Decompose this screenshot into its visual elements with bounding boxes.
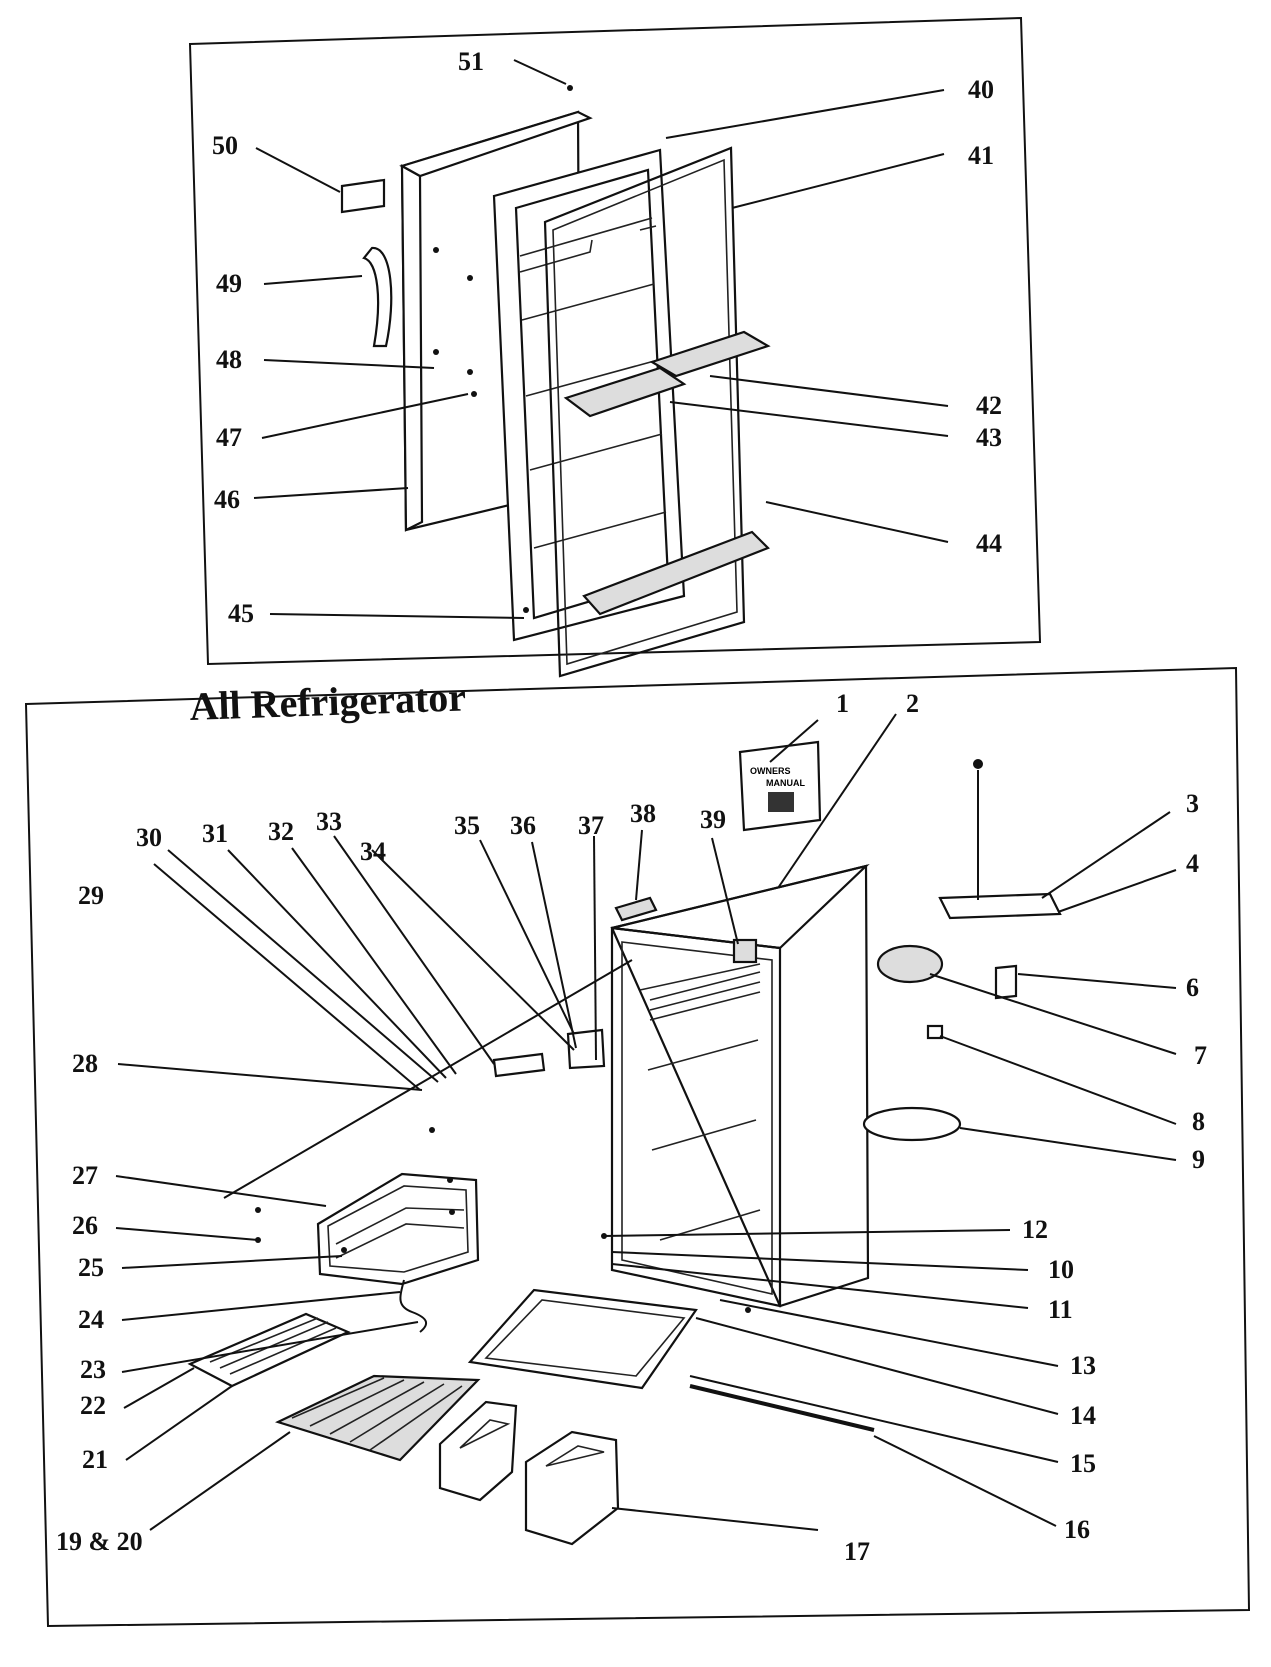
door-handle	[362, 246, 393, 348]
owners-manual: OWNERS MANUAL	[738, 740, 822, 832]
crisper-cover	[467, 1288, 698, 1390]
callout-28: 28	[72, 1049, 98, 1078]
callout-14: 14	[1070, 1401, 1096, 1430]
door-screws	[433, 85, 573, 613]
callout-37: 37	[578, 811, 604, 840]
callout-47: 47	[216, 423, 242, 452]
callout-21: 21	[82, 1445, 108, 1474]
drain-tube	[399, 1279, 428, 1333]
callout-34: 34	[360, 837, 386, 866]
svg-text:MANUAL: MANUAL	[766, 778, 805, 788]
callout-46: 46	[214, 485, 240, 514]
door-leader-lines	[253, 59, 949, 619]
callout-32: 32	[268, 817, 294, 846]
drip-tray	[187, 1312, 351, 1388]
cabinet-assembly-panel: All Refrigerator OWNERS MANUAL	[24, 666, 1251, 1628]
callout-7: 7	[1194, 1041, 1207, 1070]
callout-44: 44	[976, 529, 1002, 558]
callout-4: 4	[1186, 849, 1199, 878]
callout-12: 12	[1022, 1215, 1048, 1244]
diagram-title: All Refrigerator	[189, 674, 467, 729]
crisper-drawer-left	[438, 1400, 518, 1502]
hinge-top	[614, 896, 658, 922]
callout-11: 11	[1048, 1295, 1073, 1324]
cabinet-body	[610, 863, 870, 1308]
callout-8: 8	[1192, 1107, 1205, 1136]
callout-33: 33	[316, 807, 342, 836]
compressor	[876, 944, 944, 984]
drain-pan	[862, 1106, 962, 1142]
door-assembly-panel: 51 40 50 41 49 48 47 42 43 46 44 45	[188, 16, 1042, 678]
callout-41: 41	[968, 141, 994, 170]
thermostat-bracket	[492, 1052, 546, 1078]
callout-45: 45	[228, 599, 254, 628]
callout-27: 27	[72, 1161, 98, 1190]
svg-text:OWNERS: OWNERS	[750, 766, 791, 776]
callout-2: 2	[906, 689, 919, 718]
compressor-bracket	[938, 892, 1062, 920]
callout-9: 9	[1192, 1145, 1205, 1174]
callout-42: 42	[976, 391, 1002, 420]
callout-13: 13	[1070, 1351, 1096, 1380]
callout-23: 23	[80, 1355, 106, 1384]
callout-19-20: 19 & 20	[56, 1527, 143, 1556]
evaporator-fitting	[732, 938, 758, 964]
callout-24: 24	[78, 1305, 104, 1334]
door-shelf-upper	[649, 330, 771, 378]
trim-strip	[689, 1384, 875, 1432]
callout-36: 36	[510, 811, 536, 840]
callout-35: 35	[454, 811, 480, 840]
nameplate	[340, 178, 386, 214]
cabinet-screws	[255, 1127, 751, 1313]
callout-29: 29	[78, 881, 104, 910]
callout-31: 31	[202, 819, 228, 848]
callout-51: 51	[458, 47, 484, 76]
callout-1: 1	[836, 689, 849, 718]
freezer-compartment	[316, 1172, 480, 1286]
callout-39: 39	[700, 805, 726, 834]
door-shelf-middle	[563, 366, 687, 418]
door-gasket	[543, 146, 746, 678]
callout-16: 16	[1064, 1515, 1090, 1544]
compressor-grommet	[926, 1024, 944, 1040]
cabinet-leader-lines	[115, 713, 1177, 1531]
callout-25: 25	[78, 1253, 104, 1282]
callout-17: 17	[844, 1537, 870, 1566]
callout-49: 49	[216, 269, 242, 298]
callout-43: 43	[976, 423, 1002, 452]
callout-30: 30	[136, 823, 162, 852]
callout-6: 6	[1186, 973, 1199, 1002]
door-shelf-lower	[582, 530, 770, 616]
callout-50: 50	[212, 131, 238, 160]
callout-40: 40	[968, 75, 994, 104]
wire-shelf	[275, 1374, 481, 1462]
relay-box	[994, 964, 1018, 1000]
callout-38: 38	[630, 799, 656, 828]
callout-26: 26	[72, 1211, 98, 1240]
callout-48: 48	[216, 345, 242, 374]
callout-15: 15	[1070, 1449, 1096, 1478]
callout-3: 3	[1186, 789, 1199, 818]
callout-22: 22	[80, 1391, 106, 1420]
callout-10: 10	[1048, 1255, 1074, 1284]
